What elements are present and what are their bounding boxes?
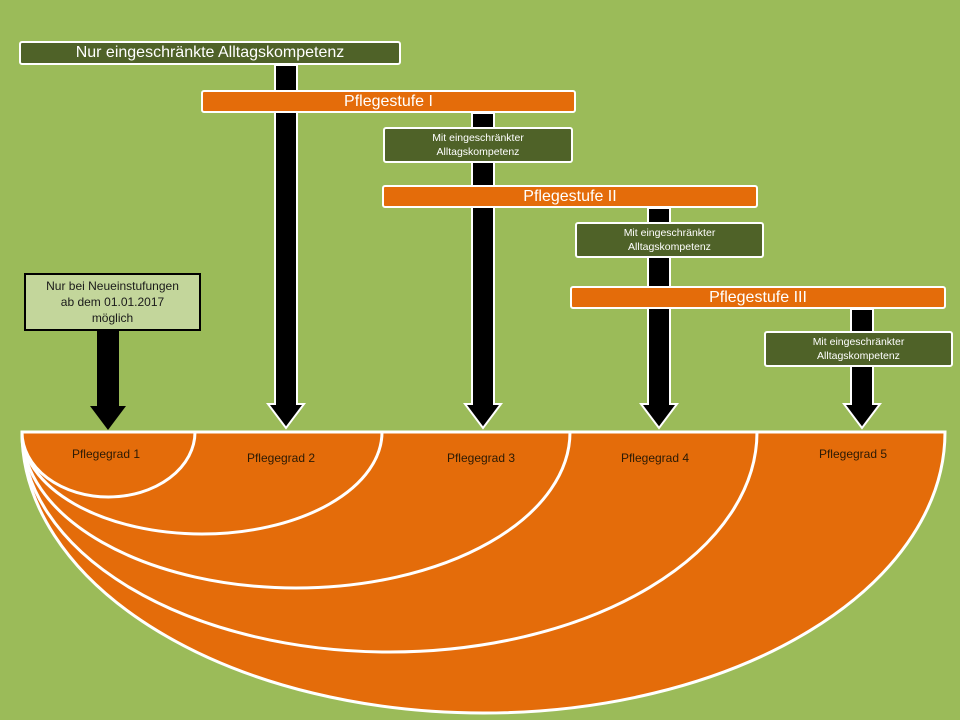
pflegegrad-2-label: Pflegegrad 2 (246, 451, 316, 465)
box-label-line-1: Mit eingeschränkter (812, 335, 905, 348)
arrow-to-pflegegrad-5-icon (842, 308, 882, 430)
box-pflegestufe-1-mit-ea: Mit eingeschränkter Alltagskompetenz (383, 127, 573, 163)
box-neueinstufungen-note: Nur bei Neueinstufungen ab dem 01.01.201… (24, 273, 201, 331)
box-label: Pflegestufe II (523, 187, 617, 205)
note-line-2: ab dem 01.01.2017 (60, 294, 165, 309)
box-pflegestufe-3-mit-ea: Mit eingeschränkter Alltagskompetenz (764, 331, 953, 367)
box-label: Pflegestufe III (709, 288, 807, 306)
pflegegrad-4-label: Pflegegrad 4 (620, 451, 690, 465)
box-pflegestufe-2: Pflegestufe II (382, 185, 758, 208)
box-nur-eingeschraenkte-alltagskompetenz: Nur eingeschränkte Alltagskompetenz (19, 41, 401, 65)
box-label: Pflegestufe I (344, 92, 433, 110)
box-label-line-1: Mit eingeschränkter (432, 131, 524, 144)
note-line-3: möglich (91, 311, 134, 326)
box-pflegestufe-3: Pflegestufe III (570, 286, 946, 309)
pflegegrad-5-label: Pflegegrad 5 (818, 447, 888, 461)
pflegegrad-3-label: Pflegegrad 3 (446, 451, 516, 465)
box-label-line-1: Mit eingeschränkter (623, 226, 716, 239)
box-label-line-2: Alltagskompetenz (817, 350, 900, 362)
arrow-to-pflegegrad-2-icon (266, 64, 306, 430)
box-label-line-2: Alltagskompetenz (436, 146, 520, 158)
pflegegrad-1-label: Pflegegrad 1 (71, 447, 141, 461)
pflegegrad-1-arc (20, 430, 197, 499)
box-label: Nur eingeschränkte Alltagskompetenz (75, 44, 345, 62)
box-pflegestufe-2-mit-ea: Mit eingeschränkter Alltagskompetenz (575, 222, 764, 258)
note-line-1: Nur bei Neueinstufungen (46, 278, 179, 293)
box-label-line-2: Alltagskompetenz (628, 241, 711, 253)
box-pflegestufe-1: Pflegestufe I (201, 90, 576, 113)
arrow-note-to-pflegegrad-1-icon (90, 331, 126, 430)
